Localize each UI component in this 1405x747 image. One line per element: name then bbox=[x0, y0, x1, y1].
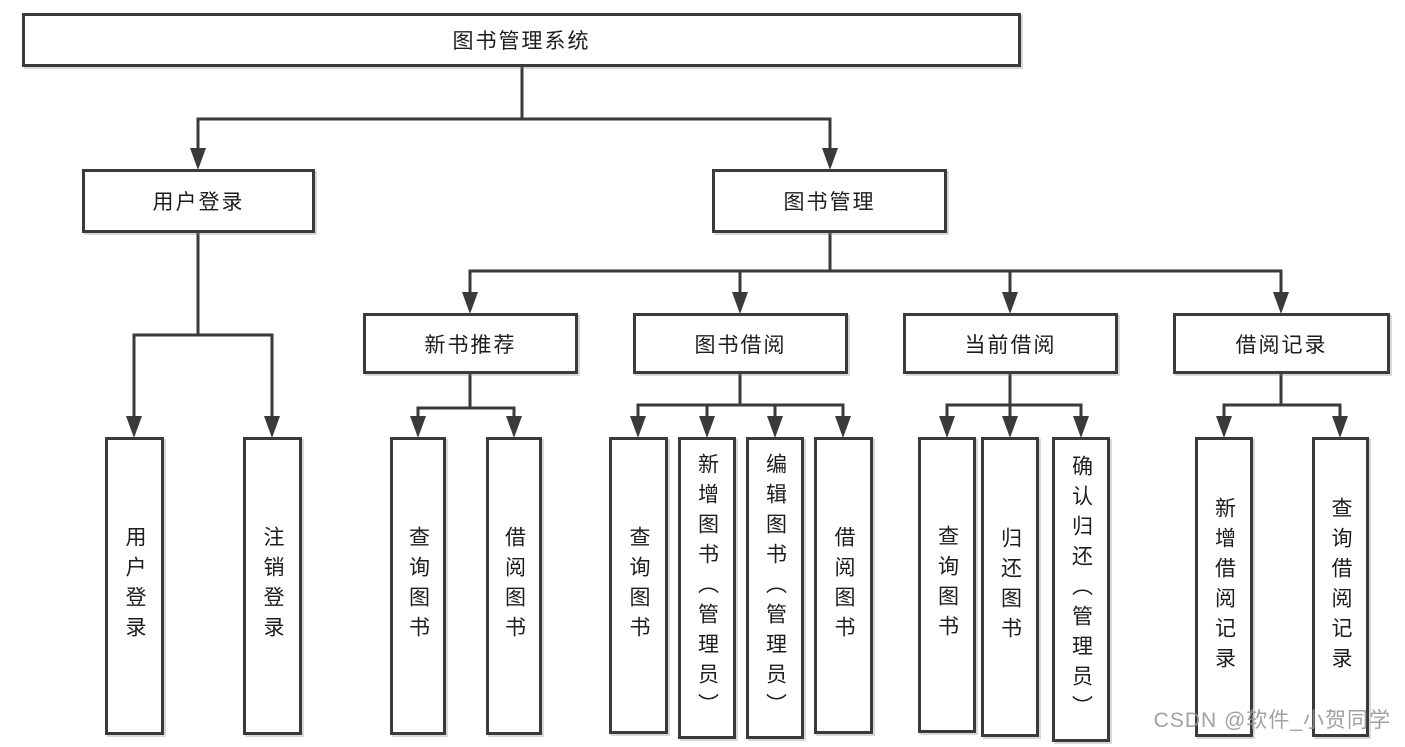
node-library-management-system: 图书管理系统 bbox=[22, 13, 1021, 67]
node-current-borrowing: 当前借阅 bbox=[903, 313, 1118, 374]
node-label: 编辑图书（管理员） bbox=[763, 453, 787, 723]
arrow-down-icon bbox=[462, 292, 478, 314]
connector-newrec-rail bbox=[416, 406, 516, 420]
arrow-down-icon bbox=[732, 292, 748, 314]
leaf-cb-return-books: 归还图书 bbox=[981, 437, 1039, 737]
arrow-down-icon bbox=[506, 416, 522, 438]
leaf-br-query-borrow-record: 查询借阅记录 bbox=[1312, 437, 1369, 737]
leaf-cb-confirm-return-admin: 确认归还（管理员） bbox=[1052, 437, 1110, 742]
connector-root-rail bbox=[196, 117, 832, 152]
arrow-down-icon bbox=[1002, 416, 1018, 438]
arrow-down-icon bbox=[410, 416, 426, 438]
leaf-bb-borrow-books: 借阅图书 bbox=[814, 437, 873, 734]
arrow-down-icon bbox=[190, 148, 206, 170]
leaf-cb-query-books: 查询图书 bbox=[918, 437, 976, 733]
arrow-down-icon bbox=[264, 416, 280, 438]
arrow-down-icon bbox=[1073, 416, 1089, 438]
arrow-down-icon bbox=[1332, 416, 1348, 438]
arrow-down-icon bbox=[939, 416, 955, 438]
arrowheads bbox=[126, 148, 1348, 438]
leaf-br-add-borrow-record: 新增借阅记录 bbox=[1195, 437, 1253, 737]
node-label: 当前借阅 bbox=[964, 333, 1057, 357]
leaf-logout: 注销登录 bbox=[243, 437, 302, 735]
node-book-management: 图书管理 bbox=[712, 169, 947, 233]
node-label: 图书管理 bbox=[783, 191, 876, 214]
arrow-down-icon bbox=[767, 416, 783, 438]
arrow-down-icon bbox=[630, 416, 646, 438]
arrow-down-icon bbox=[699, 416, 715, 438]
leaf-user-login: 用户登录 bbox=[105, 437, 164, 735]
node-label: 借阅图书 bbox=[832, 525, 855, 646]
arrow-down-icon bbox=[822, 148, 838, 170]
node-label: 查询图书 bbox=[627, 525, 650, 646]
node-label: 查询借阅记录 bbox=[1329, 497, 1352, 677]
node-label: 新书推荐 bbox=[424, 333, 517, 357]
node-label: 归还图书 bbox=[998, 527, 1022, 647]
node-label: 图书管理系统 bbox=[452, 30, 591, 53]
node-label: 借阅图书 bbox=[502, 526, 526, 646]
node-borrowing-records: 借阅记录 bbox=[1173, 313, 1390, 374]
node-label: 用户登录 bbox=[152, 191, 245, 214]
leaf-rec-borrow-books: 借阅图书 bbox=[486, 437, 542, 735]
arrow-down-icon bbox=[1216, 416, 1232, 438]
node-label: 查询图书 bbox=[935, 525, 959, 645]
node-label: 借阅记录 bbox=[1235, 333, 1328, 357]
arrow-down-icon bbox=[1002, 292, 1018, 314]
arrow-down-icon bbox=[835, 416, 851, 438]
node-label: 新增借阅记录 bbox=[1212, 497, 1236, 677]
leaf-bb-add-books-admin: 新增图书（管理员） bbox=[678, 437, 736, 739]
node-label: 图书借阅 bbox=[694, 333, 787, 357]
leaf-bb-query-books: 查询图书 bbox=[609, 437, 668, 734]
connector-bookborrow-rail bbox=[636, 403, 845, 420]
leaf-rec-query-books: 查询图书 bbox=[390, 437, 446, 735]
connector-curborrow-rail bbox=[945, 403, 1083, 420]
node-user-login: 用户登录 bbox=[82, 169, 315, 233]
node-label: 新增图书（管理员） bbox=[695, 453, 719, 723]
connector-userlogin-rail bbox=[132, 333, 274, 420]
leaf-bb-edit-books-admin: 编辑图书（管理员） bbox=[746, 437, 804, 739]
connector-borrowrec-rail bbox=[1222, 403, 1342, 420]
watermark: CSDN @软件_小贺同学 bbox=[1153, 709, 1391, 732]
node-label: 查询图书 bbox=[406, 526, 430, 646]
node-label: 用户登录 bbox=[123, 526, 146, 646]
connector-bookmgmt-rail bbox=[468, 269, 1283, 296]
arrow-down-icon bbox=[1273, 292, 1289, 314]
node-new-book-recommendation: 新书推荐 bbox=[363, 313, 578, 374]
node-book-borrowing: 图书借阅 bbox=[633, 313, 848, 374]
node-label: 确认归还（管理员） bbox=[1069, 454, 1093, 725]
arrow-down-icon bbox=[126, 416, 142, 438]
node-label: 注销登录 bbox=[261, 526, 284, 646]
